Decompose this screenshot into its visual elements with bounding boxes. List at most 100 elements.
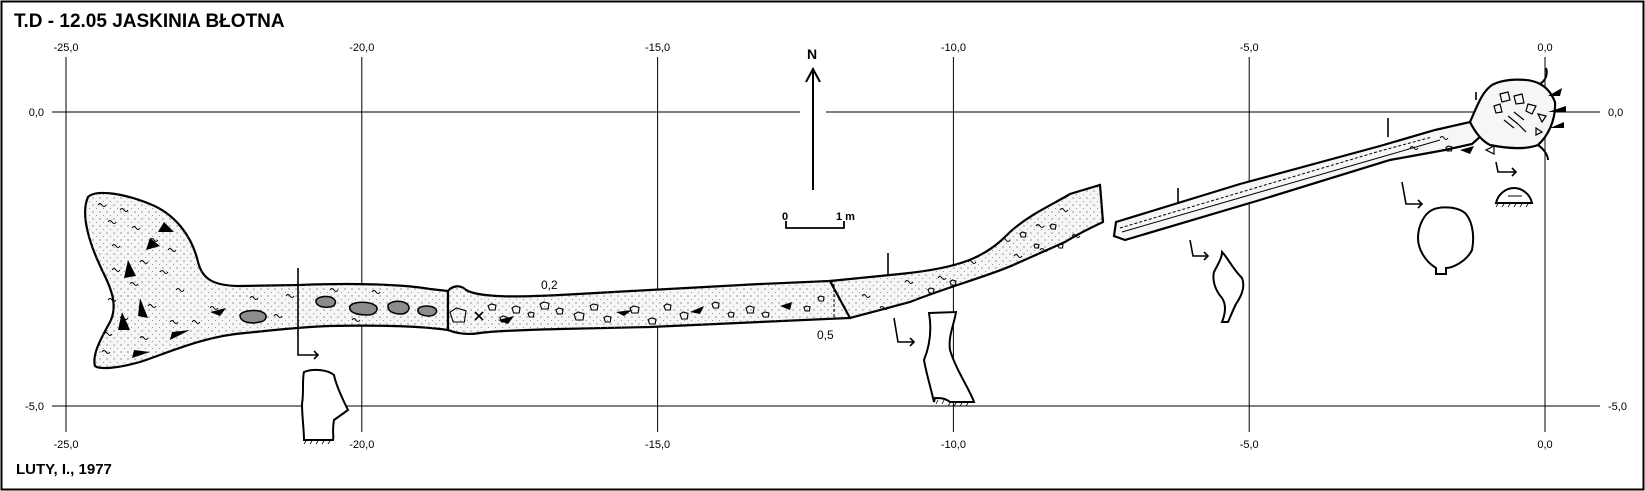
mud-squiggle bbox=[1439, 136, 1449, 140]
mud-squiggle bbox=[209, 306, 219, 310]
cross-section-profiles bbox=[300, 186, 1534, 441]
boulder bbox=[527, 311, 535, 318]
gravel-wedge bbox=[498, 316, 514, 324]
gravel-wedge bbox=[210, 308, 226, 316]
section-markers bbox=[297, 92, 1518, 360]
mud-squiggle bbox=[879, 306, 889, 310]
cave-entrance-chamber bbox=[1468, 78, 1557, 150]
gravel-wedges bbox=[118, 146, 1474, 358]
mud-squiggle bbox=[139, 336, 149, 340]
boulder bbox=[727, 311, 735, 318]
cave-gallery-narrow bbox=[1112, 120, 1493, 242]
sump-boundary bbox=[829, 280, 835, 318]
boulder bbox=[663, 303, 672, 311]
gravel-wedge bbox=[132, 350, 150, 358]
mud-squiggle bbox=[129, 282, 139, 286]
boulder bbox=[629, 305, 640, 314]
mud-squiggle bbox=[167, 248, 177, 252]
mud-squiggle bbox=[175, 288, 185, 292]
boulder bbox=[647, 317, 657, 325]
x-tick-label-bottom: -25,0 bbox=[53, 439, 78, 451]
mud-squiggle bbox=[131, 226, 141, 230]
boulder-symbols bbox=[449, 145, 1453, 325]
boulder bbox=[487, 303, 497, 311]
x-tick-label-bottom: -10,0 bbox=[941, 439, 966, 451]
entrance-debris bbox=[1484, 91, 1547, 155]
boulder bbox=[539, 301, 550, 310]
author-credit: LUTY, I., 1977 bbox=[16, 461, 112, 478]
mud-squiggle bbox=[1059, 208, 1069, 212]
depth-label-2: 0,5 bbox=[817, 328, 834, 342]
y-tick-label-left: -5,0 bbox=[25, 401, 44, 413]
profile-floor-hatching bbox=[303, 203, 1529, 445]
x-tick-label-bottom: -15,0 bbox=[645, 439, 670, 451]
boulder bbox=[745, 305, 755, 314]
mud-squiggle bbox=[111, 244, 121, 248]
entrance-airflow-wedges bbox=[1548, 88, 1566, 128]
cross-mark-icon bbox=[474, 311, 484, 321]
boulder bbox=[603, 315, 612, 323]
boulder bbox=[449, 307, 467, 323]
mud-squiggle bbox=[139, 260, 149, 264]
boulder bbox=[589, 303, 599, 311]
mud-squiggle bbox=[97, 203, 107, 207]
gravel-wedge bbox=[1460, 146, 1474, 154]
x-tick-label-bottom: -20,0 bbox=[349, 439, 374, 451]
x-tick-label-top: -20,0 bbox=[349, 42, 374, 54]
boulder bbox=[949, 279, 957, 286]
mud-squiggle bbox=[149, 238, 159, 242]
boulder bbox=[927, 287, 935, 294]
mud-squiggle bbox=[111, 268, 121, 272]
gravel-wedge bbox=[158, 222, 174, 232]
x-tick-label-top: 0,0 bbox=[1537, 42, 1552, 54]
mud-squiggle bbox=[904, 280, 914, 284]
mud-squiggle bbox=[285, 294, 295, 298]
boulder bbox=[573, 311, 585, 321]
x-tick-label-bottom: 0,0 bbox=[1537, 439, 1552, 451]
boulder bbox=[803, 305, 811, 312]
scale-bar: 0 1 m bbox=[782, 211, 855, 229]
mud-squiggle bbox=[937, 276, 947, 280]
mud-squiggle bbox=[1013, 254, 1023, 258]
boulder bbox=[817, 295, 825, 302]
y-tick-label-right: -5,0 bbox=[1608, 401, 1627, 413]
gravel-wedge bbox=[146, 238, 160, 250]
gravel-wedge bbox=[138, 298, 148, 318]
x-tick-label-top: -5,0 bbox=[1240, 42, 1259, 54]
mud-squiggle bbox=[1039, 248, 1049, 252]
mud-squiggle bbox=[103, 332, 113, 336]
mud-squiggle bbox=[1001, 238, 1011, 242]
mud-squiggle bbox=[861, 294, 871, 298]
boulder bbox=[1057, 243, 1064, 249]
y-tick-label-left: 0,0 bbox=[29, 107, 44, 119]
coordinate-grid: -25,0-25,0-20,0-20,0-15,0-15,0-10,0-10,0… bbox=[25, 42, 1627, 451]
mud-squiggle bbox=[1035, 224, 1045, 228]
boulder bbox=[1445, 145, 1453, 152]
x-tick-label-top: -25,0 bbox=[53, 42, 78, 54]
x-tick-label-bottom: -5,0 bbox=[1240, 439, 1259, 451]
north-label: N bbox=[807, 46, 817, 62]
mud-squiggle bbox=[329, 288, 339, 292]
mud-squiggle bbox=[191, 320, 201, 324]
boulder bbox=[1049, 223, 1057, 230]
mud-squiggle bbox=[371, 290, 381, 294]
x-tick-label-top: -15,0 bbox=[645, 42, 670, 54]
y-tick-label-right: 0,0 bbox=[1608, 107, 1623, 119]
scale-end-label: 1 m bbox=[836, 211, 855, 223]
boulder bbox=[679, 311, 689, 320]
mud-squiggle bbox=[119, 208, 129, 212]
boulder bbox=[761, 311, 770, 318]
mud-squiggle bbox=[1071, 234, 1081, 238]
map-title: T.D - 12.05 JASKINIA BŁOTNA bbox=[14, 11, 285, 32]
mud-squiggle bbox=[1409, 146, 1419, 150]
boulder bbox=[1033, 243, 1040, 249]
boulder bbox=[711, 301, 720, 309]
mud-squiggle bbox=[249, 296, 259, 300]
boulder bbox=[1019, 231, 1027, 238]
gravel-wedge bbox=[118, 312, 130, 330]
scale-start-label: 0 bbox=[782, 211, 788, 223]
gravel-wedge bbox=[690, 306, 704, 314]
boulder bbox=[511, 305, 521, 314]
